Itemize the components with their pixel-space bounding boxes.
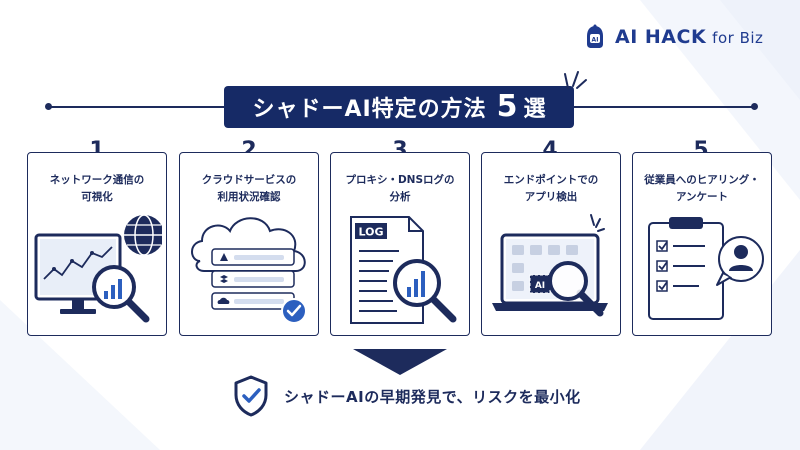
title-divider-right	[574, 106, 754, 108]
page-title: シャドーAI特定の方法 5 選	[224, 86, 574, 128]
robot-face-icon: AI	[587, 24, 603, 48]
down-arrow-icon	[353, 349, 447, 375]
step-card-2: クラウドサービスの 利用状況確認	[179, 152, 319, 336]
shield-check-icon	[234, 375, 268, 417]
cloud-services-check-icon	[191, 217, 307, 324]
title-divider-dot-left	[45, 103, 52, 110]
page-title-suffix: 選	[523, 97, 546, 122]
log-label: LOG	[359, 226, 384, 239]
step-card-1-label: ネットワーク通信の 可視化	[28, 172, 166, 206]
svg-text:AI: AI	[592, 37, 599, 44]
step-card-4: エンドポイントでの アプリ検出 AI	[481, 152, 621, 336]
monitor-globe-magnifier-icon	[34, 214, 162, 323]
footer-text: シャドーAIの早期発見で、リスクを最小化	[284, 387, 581, 406]
brand-subtitle: for Biz	[712, 29, 764, 47]
step-card-3-label-line2: 分析	[389, 191, 411, 203]
step-card-4-label-line1: エンドポイントでの	[503, 174, 599, 186]
step-card-2-label-line1: クラウドサービスの	[201, 174, 297, 186]
title-divider-left	[48, 106, 224, 108]
step-card-2-label-line2: 利用状況確認	[217, 191, 281, 203]
step-card-5-label-line1: 従業員へのヒアリング・	[644, 174, 760, 186]
step-card-5: 従業員へのヒアリング・ アンケート	[632, 152, 772, 336]
step-card-1-label-line1: ネットワーク通信の	[49, 174, 145, 186]
footer-message: シャドーAIの早期発見で、リスクを最小化	[232, 375, 581, 417]
clipboard-survey-person-icon	[648, 217, 764, 320]
brand-name: AI HACK	[615, 26, 707, 48]
step-card-3: プロキシ・DNSログの 分析 LOG	[330, 152, 470, 336]
step-card-3-label: プロキシ・DNSログの 分析	[331, 172, 469, 206]
log-document-magnifier-icon: LOG	[350, 216, 457, 324]
page-title-main: シャドーAI特定の方法	[252, 97, 487, 122]
step-card-2-label: クラウドサービスの 利用状況確認	[180, 172, 318, 206]
title-divider-dot-right	[751, 103, 758, 110]
step-card-3-label-line1: プロキシ・DNSログの	[345, 174, 455, 186]
step-card-5-label-line2: アンケート	[675, 191, 729, 203]
step-card-4-label-line2: アプリ検出	[524, 191, 578, 203]
page-title-number: 5	[496, 89, 518, 124]
step-card-1: ネットワーク通信の 可視化	[27, 152, 167, 336]
laptop-app-detect-icon: AI	[492, 214, 608, 317]
sparkle-icon	[564, 71, 587, 89]
step-card-4-label: エンドポイントでの アプリ検出	[482, 172, 620, 206]
ai-app-label: AI	[535, 281, 545, 291]
brand-logo: AI AI HACK for Biz	[583, 24, 763, 50]
step-card-1-label-line2: 可視化	[81, 191, 113, 203]
step-card-5-label: 従業員へのヒアリング・ アンケート	[633, 172, 771, 206]
